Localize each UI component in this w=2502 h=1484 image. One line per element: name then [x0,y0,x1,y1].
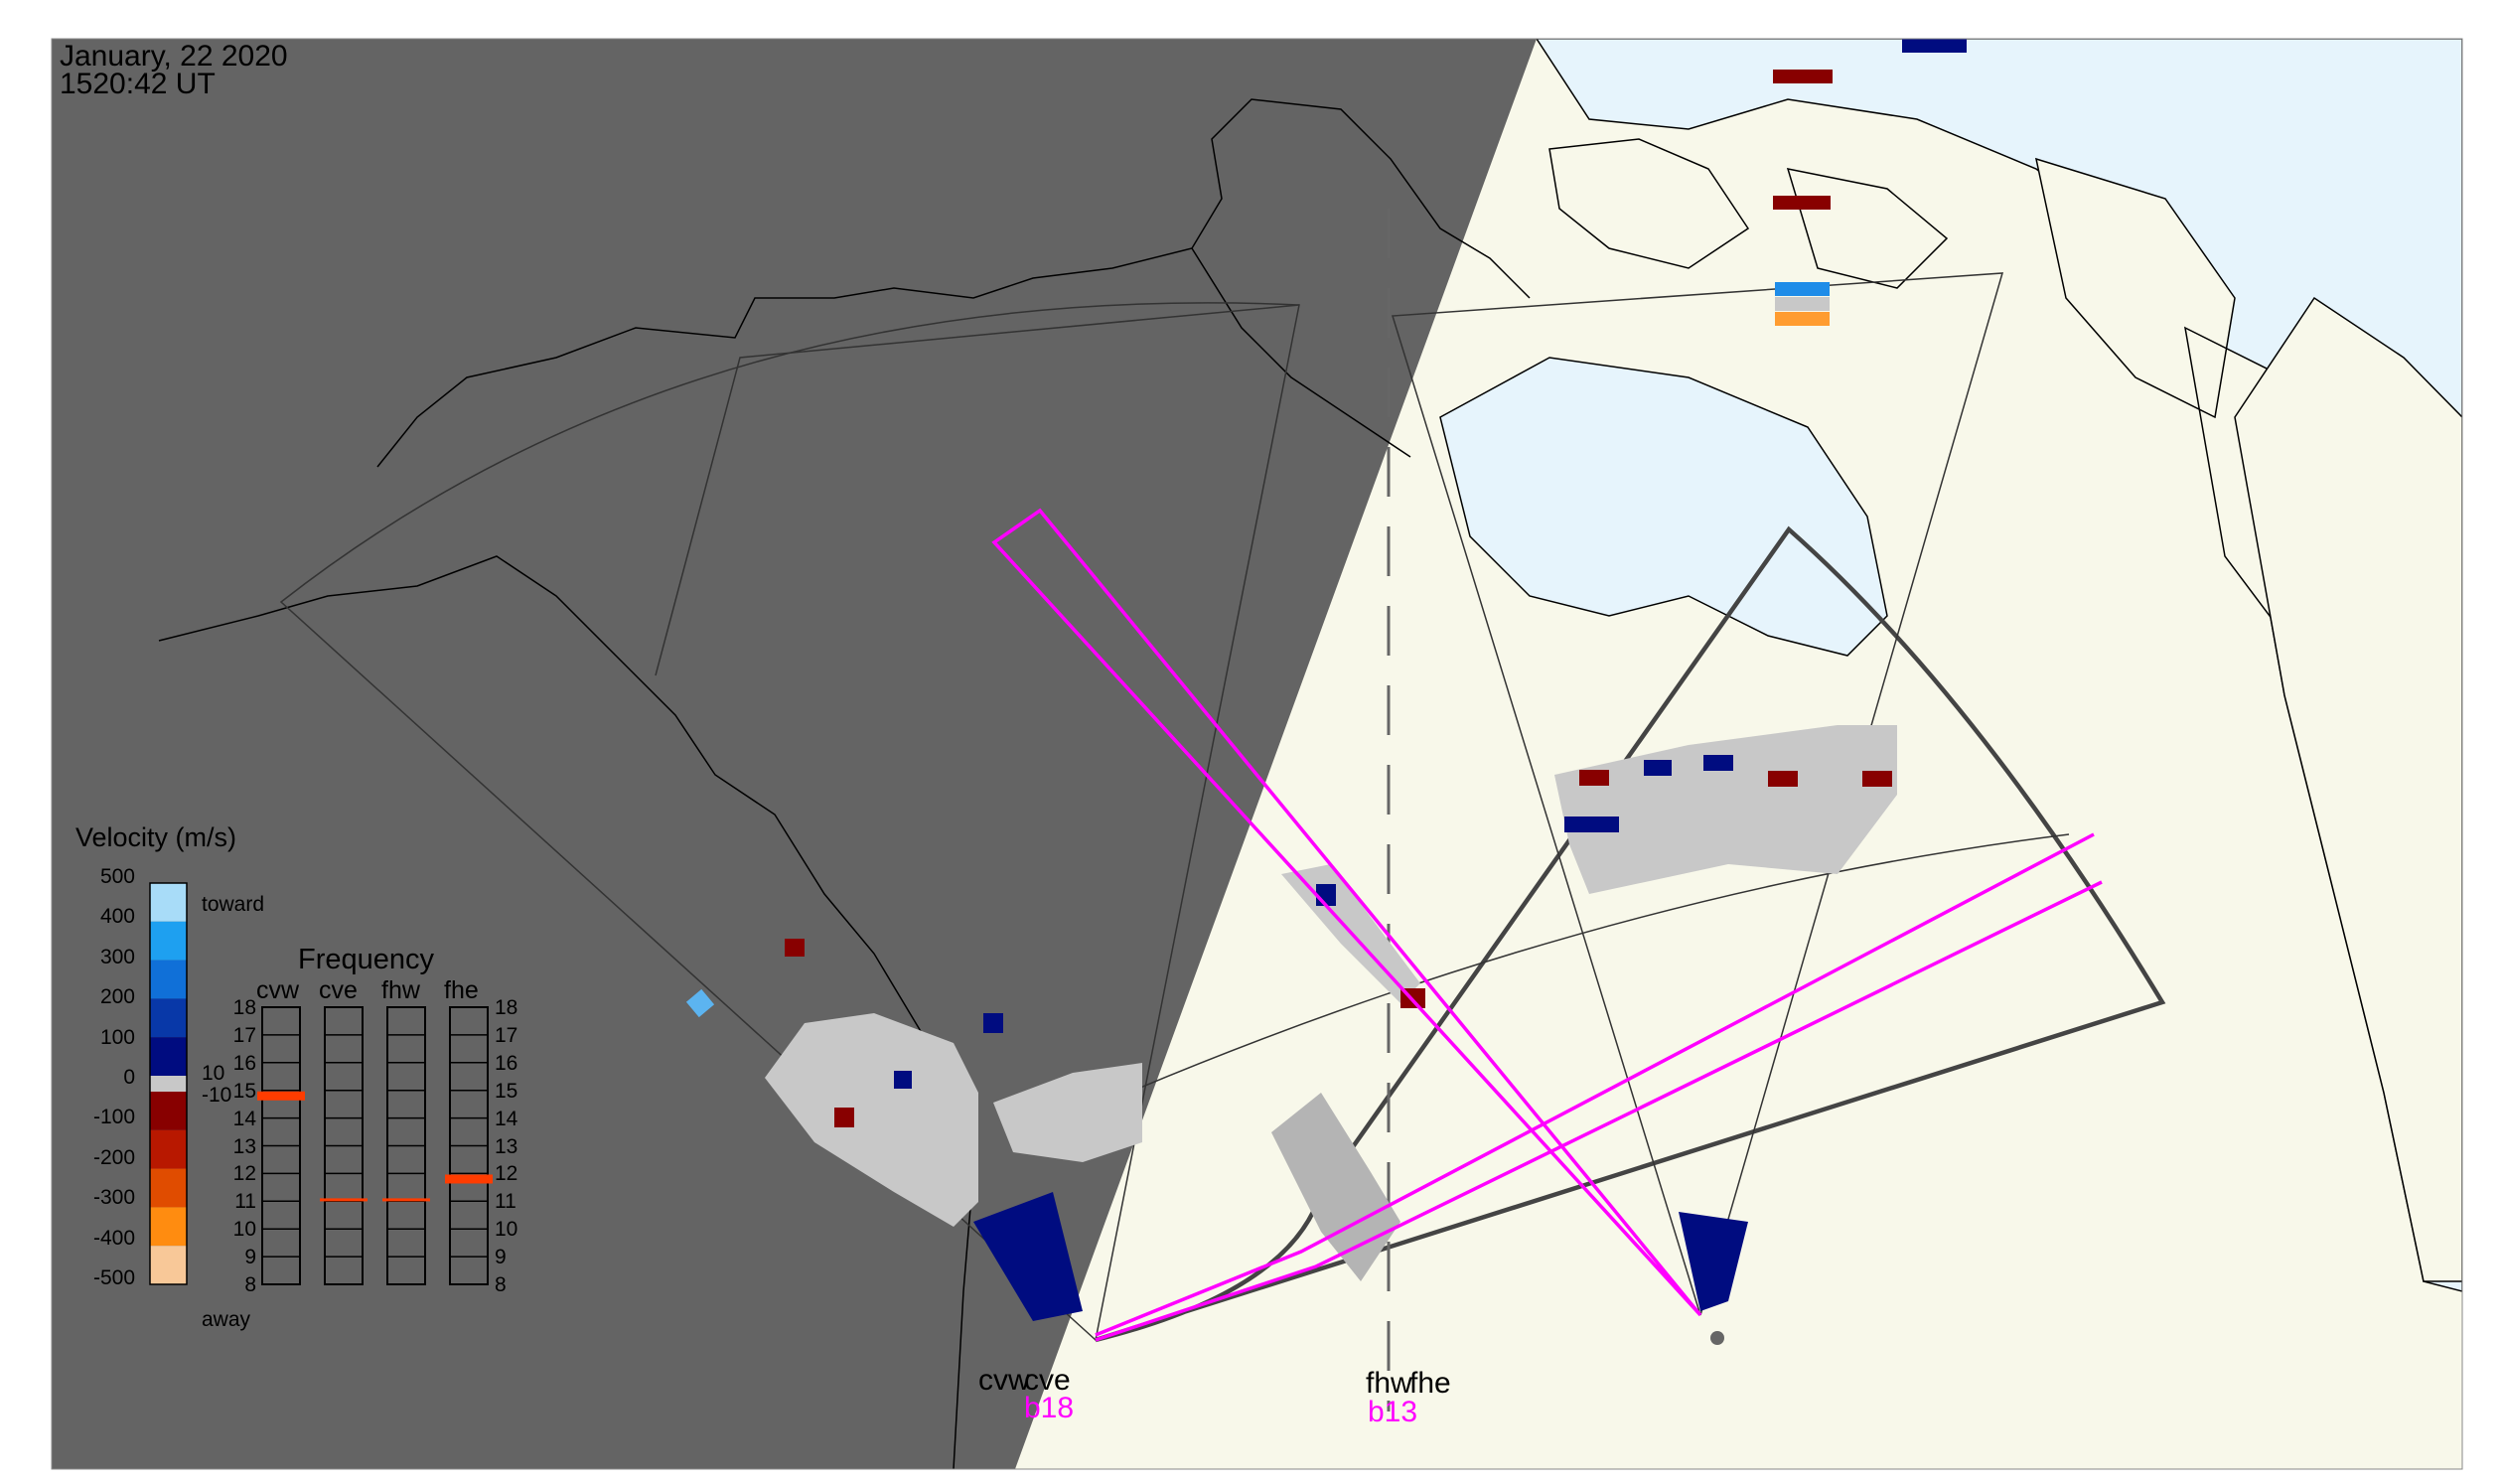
frequency-tick-right: 17 [495,1023,518,1047]
fov-cvw [279,302,1300,1342]
greenland [2234,296,2462,1282]
frequency-column-label: fhe [444,976,479,1004]
radar-label-fhe: fhe [1409,1367,1451,1400]
frequency-tick-left: 8 [244,1273,256,1296]
colorbar-segment [150,1246,187,1284]
colorbar-segment [150,1168,187,1208]
frequency-tick-right: 10 [495,1218,518,1242]
frequency-title: Frequency [298,944,435,975]
fov-cve [1095,525,2166,1343]
frequency-tick-right: 8 [495,1273,507,1296]
colorbar-segment [150,960,187,999]
velocity-tick: 0 [123,1066,135,1089]
frequency-marker-cvw [257,1091,305,1101]
gs-label-pos: 10 [202,1062,225,1085]
velocity-tick: 300 [99,945,135,968]
frequency-tick-right: 11 [495,1190,516,1214]
frequency-tick-right: 18 [495,996,518,1019]
radar-site-fh [1710,1331,1724,1345]
beam-label-b13: b13 [1368,1396,1418,1428]
velocity-tick: 400 [99,905,135,929]
map-frame [51,38,2463,1470]
fov-cvw-inner [655,304,1300,676]
frequency-column-label: fhw [381,976,420,1004]
frequency-tick-right: 14 [495,1107,518,1130]
velocity-tick: -300 [92,1186,135,1210]
velocity-tick: 500 [99,865,135,888]
frequency-tick-left: 14 [232,1107,256,1130]
velocity-tick: -500 [92,1266,135,1289]
frequency-tick-right: 12 [495,1162,518,1186]
colorbar-segment [150,1129,187,1169]
frequency-column-label: cvw [256,976,300,1004]
frequency-tick-left: 9 [244,1246,256,1269]
frequency-tick-left: 17 [232,1023,256,1047]
velocity-tick: -400 [92,1226,135,1250]
frequency-tick-left: 12 [232,1162,256,1186]
frequency-tick-left: 13 [232,1134,256,1158]
night-region [52,39,1537,1469]
velocity-tick: 100 [99,1025,135,1049]
scatter-cells [685,39,1967,1321]
colorbar-segment [150,998,187,1038]
radar-label-fhw: fhw [1366,1367,1412,1400]
gs-label-neg: -10 [202,1084,232,1107]
beam-b13 [991,508,1702,1317]
radar-label-cvw: cvw [978,1364,1030,1397]
radar-label-cve: cve [1024,1364,1071,1397]
frequency-tick-left: 15 [232,1079,256,1103]
frequency-tick-left: 11 [234,1190,256,1214]
frequency-marker-cve [320,1198,368,1202]
date-label: January, 22 2020 [60,40,288,73]
velocity-tick: 200 [99,985,135,1009]
frequency-tick-left: 10 [232,1218,256,1242]
away-label: away [202,1308,251,1331]
arctic-islands [1548,138,2335,638]
frequency-panel [257,1006,493,1285]
frequency-tick-right: 13 [495,1134,518,1158]
hudson-bay [1439,357,1888,657]
beam-label-b18: b18 [1024,1392,1075,1424]
frequency-marker-fhw [382,1198,430,1202]
colorbar-segment [150,1207,187,1247]
velocity-colorbar [149,882,188,1285]
frequency-tick-right: 16 [495,1051,518,1075]
velocity-tick: -200 [92,1145,135,1169]
frequency-column-label: cve [319,976,358,1004]
beam-b18 [1095,832,2103,1342]
colorbar-segment [150,1092,187,1130]
colorbar-border [149,882,188,1285]
velocity-legend-title: Velocity (m/s) [75,822,237,852]
frequency-tick-left: 18 [232,996,256,1019]
colorbar-segment [150,1037,187,1076]
colorbar-segment [150,921,187,961]
frequency-marker-fhe [445,1174,493,1184]
velocity-tick: -100 [92,1106,135,1129]
frequency-tick-left: 16 [232,1051,256,1075]
toward-label: toward [202,893,265,916]
colorbar-ground-scatter [150,1076,187,1092]
time-label: 1520:42 UT [60,68,216,100]
colorbar-segment [150,883,187,922]
frequency-tick-right: 15 [495,1079,518,1103]
frequency-tick-right: 9 [495,1246,507,1269]
